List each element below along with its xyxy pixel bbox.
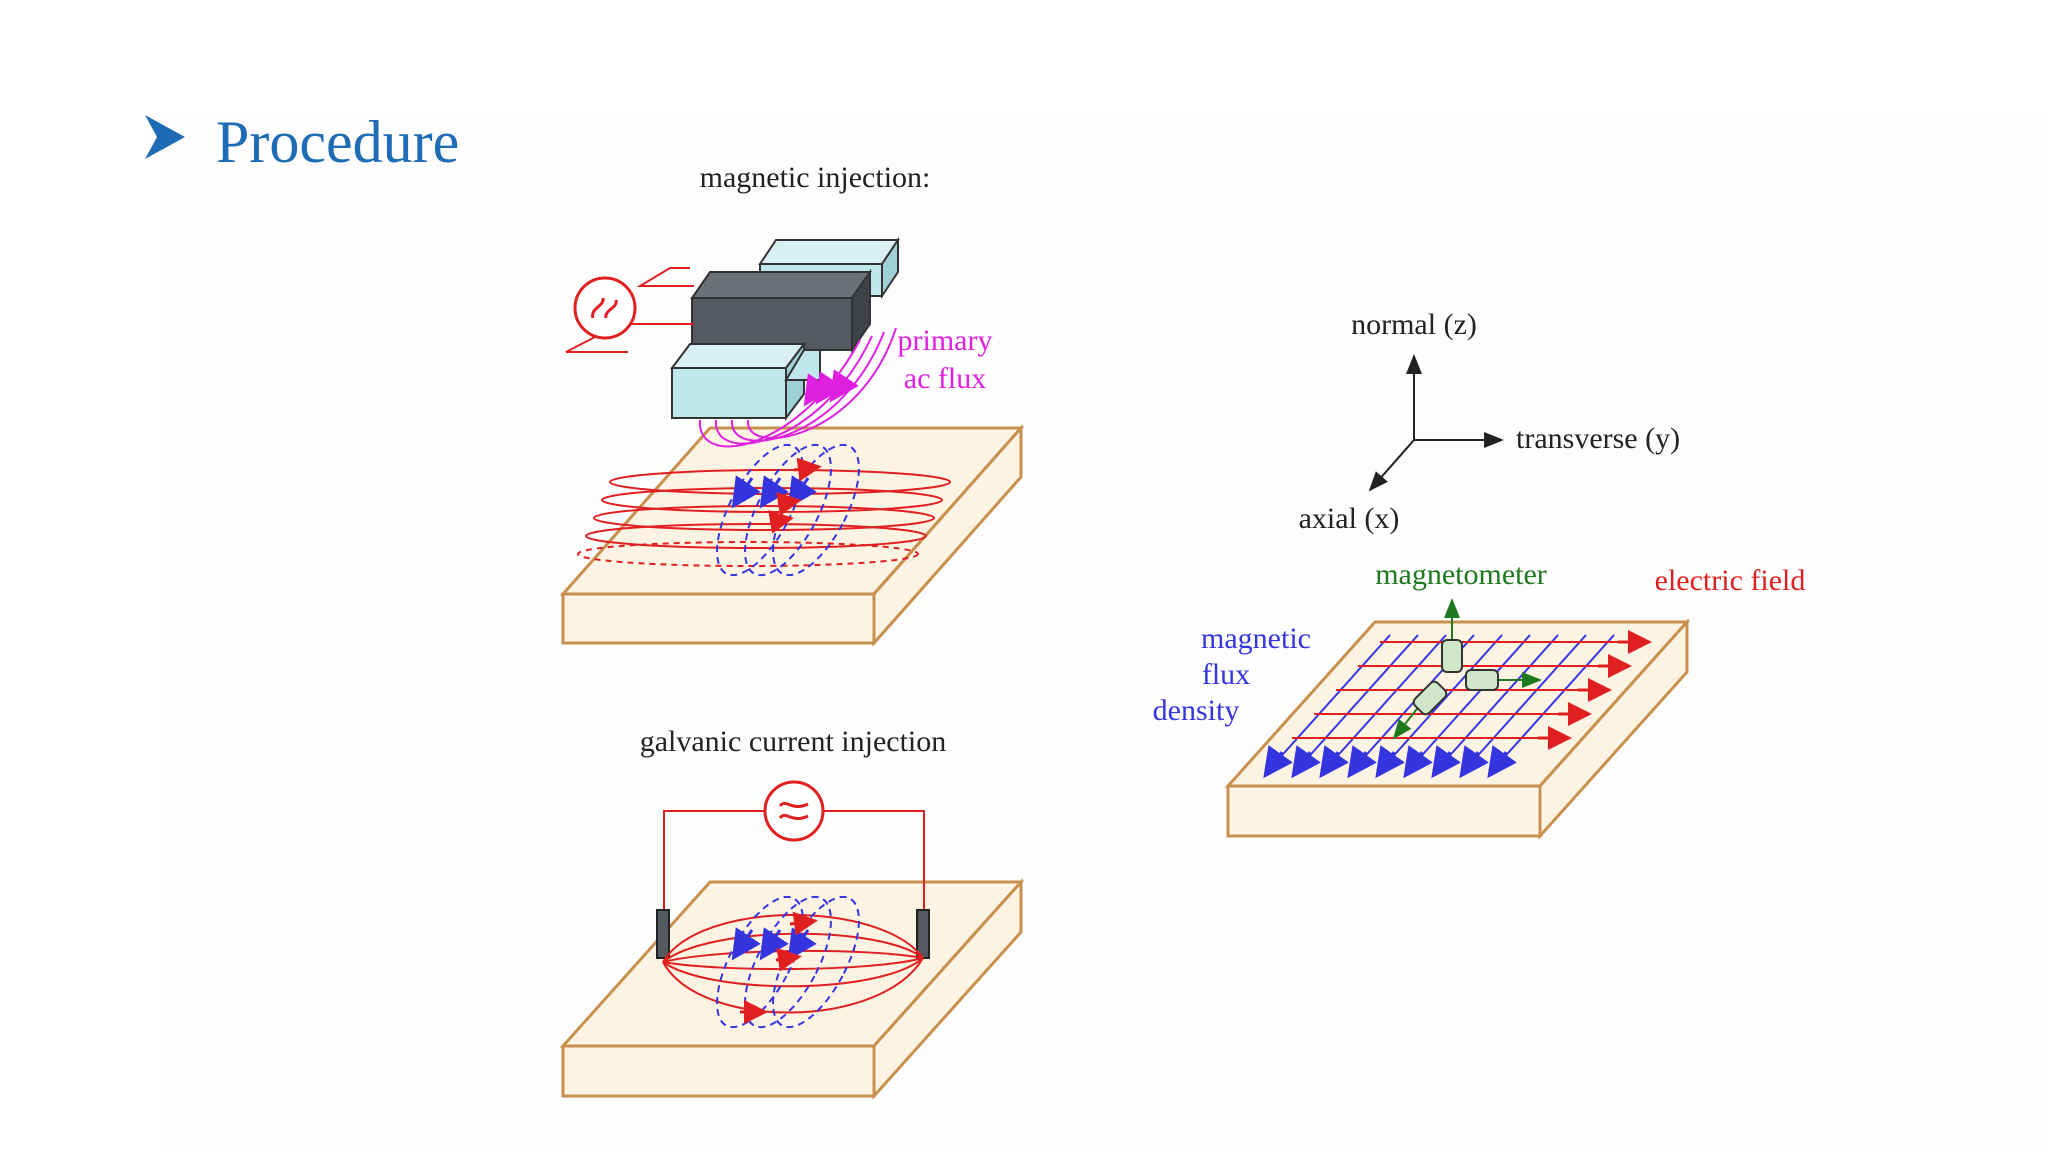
axis-axial-label: axial (x) — [1299, 502, 1400, 535]
galvanic-injection-title: galvanic current injection — [640, 725, 947, 758]
flux-density-label-line1: magnetic — [1201, 622, 1311, 655]
magnetometer-icon — [1392, 598, 1542, 740]
magnetic-yoke — [670, 236, 900, 421]
bullet-arrow-icon — [145, 115, 185, 159]
current-arrows-2 — [740, 911, 818, 1024]
page-title: Procedure — [216, 109, 460, 175]
flux-density-arrows — [1263, 745, 1517, 779]
primary-flux-label-line1: primary — [898, 324, 993, 357]
galvanic-injection-panel: galvanic current injection — [559, 725, 1025, 1100]
ac-source-icon — [565, 267, 694, 353]
magnetic-loops-2 — [716, 895, 860, 1029]
galvanic-wires — [663, 810, 925, 910]
plate-3 — [1224, 618, 1691, 840]
field-schematic-panel: normal (z) transverse (y) axial (x) — [1153, 308, 1806, 840]
ac-source-approx-icon — [763, 780, 825, 842]
electric-field-arrows — [1538, 630, 1652, 750]
flux-density-label-line3: density — [1153, 694, 1240, 727]
axis-normal-label: normal (z) — [1351, 308, 1477, 341]
axis-transverse-label: transverse (y) — [1516, 422, 1680, 455]
electrode-icon — [656, 909, 670, 959]
primary-flux-arrows — [803, 369, 859, 407]
electric-grid-lines — [1292, 641, 1630, 739]
magnetometer-label: magnetometer — [1375, 558, 1547, 591]
coordinate-axes — [1368, 354, 1504, 492]
flux-density-label-line2: flux — [1202, 658, 1250, 691]
magnetic-injection-panel: magnetic injection: — [559, 161, 1025, 647]
plate-1 — [559, 424, 1025, 647]
figure-background — [162, 115, 2048, 1152]
magnetic-injection-title: magnetic injection: — [700, 161, 931, 194]
electrode-icon — [916, 909, 930, 959]
primary-flux-label-line2: ac flux — [904, 362, 986, 395]
plate-2 — [559, 878, 1025, 1100]
current-arrows-1 — [768, 457, 822, 534]
electric-field-label: electric field — [1655, 564, 1806, 597]
